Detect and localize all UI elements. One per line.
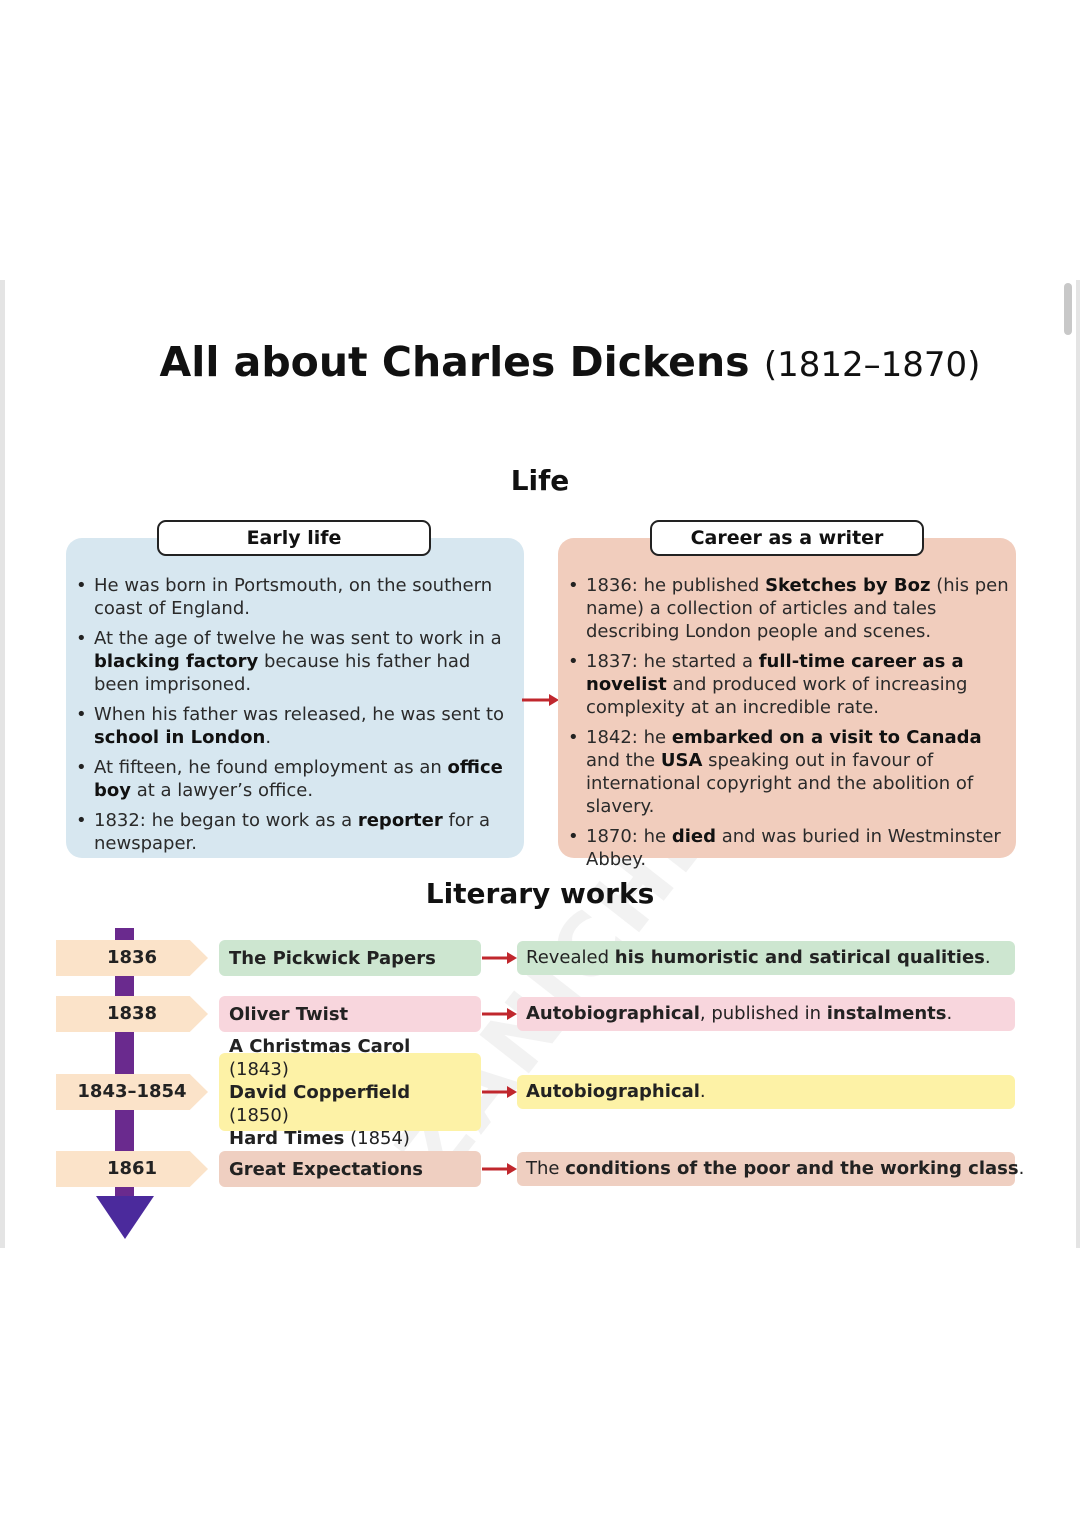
bold-text: office boy xyxy=(94,757,503,801)
bold-text: reporter xyxy=(357,810,443,831)
early-life-item: 1832: he began to work as a reporter for… xyxy=(72,809,518,855)
page-title: All about Charles Dickens (1812–1870) xyxy=(0,338,1080,386)
work-arrow-icon xyxy=(482,952,517,964)
text: (his pen name) a collection of articles … xyxy=(586,575,1009,642)
title-years: (1812–1870) xyxy=(763,345,981,385)
work-title: A Christmas Carol (1843) xyxy=(229,1035,471,1081)
bold-text: his humoristic and satirical qualities xyxy=(614,947,985,968)
text: at a lawyer’s office. xyxy=(130,780,314,801)
text: . xyxy=(265,727,272,748)
bold-text: Oliver Twist xyxy=(229,1003,349,1025)
bold-text: David Copperfield xyxy=(229,1081,411,1103)
bold-text: conditions of the poor and the working c… xyxy=(565,1158,1019,1179)
work-description: Autobiographical. xyxy=(517,1075,1015,1109)
early-life-item: At the age of twelve he was sent to work… xyxy=(72,627,518,696)
scrollbar-thumb[interactable] xyxy=(1064,283,1072,335)
text: speaking out in favour of international … xyxy=(586,750,974,817)
text: Revealed xyxy=(526,947,615,968)
text: 1832: he began to work as a xyxy=(94,810,358,831)
career-list: 1836: he published Sketches by Boz (his … xyxy=(564,574,1010,878)
bold-text: Great Expectations xyxy=(229,1158,423,1180)
text: . xyxy=(1018,1158,1025,1179)
text: . xyxy=(946,1003,953,1024)
work-description: The conditions of the poor and the worki… xyxy=(517,1152,1024,1186)
career-item: 1842: he embarked on a visit to Canada a… xyxy=(564,726,1010,818)
text: (1850) xyxy=(229,1104,289,1126)
work-title: The Pickwick Papers xyxy=(229,947,471,970)
text: and the xyxy=(586,750,661,771)
text: and produced work of increasing complexi… xyxy=(586,674,968,718)
text: At the age of twelve he was sent to work… xyxy=(94,628,502,649)
work-title-box: Great Expectations xyxy=(219,1151,481,1187)
text: because his father had been imprisoned. xyxy=(94,651,471,695)
text: He was born in Portsmouth, on the southe… xyxy=(94,575,493,619)
work-title-box: The Pickwick Papers xyxy=(219,940,481,976)
title-text: All about Charles Dickens xyxy=(159,338,750,386)
work-title: David Copperfield (1850) xyxy=(229,1081,471,1127)
timeline-year: 1861 xyxy=(56,1151,208,1187)
text: The xyxy=(526,1158,566,1179)
text: 1870: he xyxy=(586,826,672,847)
timeline-year: 1843–1854 xyxy=(56,1074,208,1110)
career-header: Career as a writer xyxy=(650,520,924,556)
work-title: Oliver Twist xyxy=(229,1003,471,1026)
work-title: Great Expectations xyxy=(229,1158,471,1181)
career-item: 1837: he started a full-time career as a… xyxy=(564,650,1010,719)
bold-text: embarked on a visit to Canada xyxy=(671,727,982,748)
literary-works-heading: Literary works xyxy=(425,877,655,910)
work-title-box: Oliver Twist xyxy=(219,996,481,1032)
bold-text: Autobiographical xyxy=(526,1081,700,1102)
bold-text: The Pickwick Papers xyxy=(229,947,436,969)
bold-text: school in London xyxy=(94,727,266,748)
career-item: 1870: he died and was buried in Westmins… xyxy=(564,825,1010,871)
early-life-header: Early life xyxy=(157,520,431,556)
text: (1843) xyxy=(229,1058,289,1080)
text: , published in xyxy=(699,1003,827,1024)
bold-text: full-time career as a novelist xyxy=(586,651,964,695)
early-life-item: At fifteen, he found employment as an of… xyxy=(72,756,518,802)
bold-text: instalments xyxy=(826,1003,947,1024)
bold-text: died xyxy=(671,826,716,847)
bold-text: blacking factory xyxy=(94,651,259,672)
text: . xyxy=(699,1081,706,1102)
bold-text: Sketches by Boz xyxy=(765,575,931,596)
early-life-item: When his father was released, he was sen… xyxy=(72,703,518,749)
timeline-year: 1838 xyxy=(56,996,208,1032)
text: and was buried in Westminster Abbey. xyxy=(586,826,1001,870)
work-title: Hard Times (1854) xyxy=(229,1127,471,1150)
work-title-box: A Christmas Carol (1843)David Copperfiel… xyxy=(219,1036,481,1149)
work-description: Revealed his humoristic and satirical qu… xyxy=(517,941,1015,975)
text: 1842: he xyxy=(586,727,672,748)
text: (1854) xyxy=(344,1127,410,1149)
life-arrow-icon xyxy=(522,694,559,706)
career-item: 1836: he published Sketches by Boz (his … xyxy=(564,574,1010,643)
work-arrow-icon xyxy=(482,1008,517,1020)
bold-text: USA xyxy=(660,750,703,771)
text: At fifteen, he found employment as an xyxy=(94,757,448,778)
early-life-list: He was born in Portsmouth, on the southe… xyxy=(72,574,518,862)
text: . xyxy=(984,947,991,968)
page-frame xyxy=(0,280,1080,1248)
work-arrow-icon xyxy=(482,1163,517,1175)
text: When his father was released, he was sen… xyxy=(94,704,505,725)
text: 1836: he published xyxy=(586,575,766,596)
work-description: Autobiographical, published in instalmen… xyxy=(517,997,1015,1031)
timeline-arrow-icon xyxy=(96,1196,154,1239)
work-arrow-icon xyxy=(482,1086,517,1098)
text: for a newspaper. xyxy=(94,810,490,854)
timeline-year: 1836 xyxy=(56,940,208,976)
bold-text: Hard Times xyxy=(229,1127,345,1149)
life-heading: Life xyxy=(510,464,570,497)
text: 1837: he started a xyxy=(586,651,759,672)
early-life-item: He was born in Portsmouth, on the southe… xyxy=(72,574,518,620)
bold-text: A Christmas Carol xyxy=(229,1035,411,1057)
bold-text: Autobiographical xyxy=(526,1003,700,1024)
